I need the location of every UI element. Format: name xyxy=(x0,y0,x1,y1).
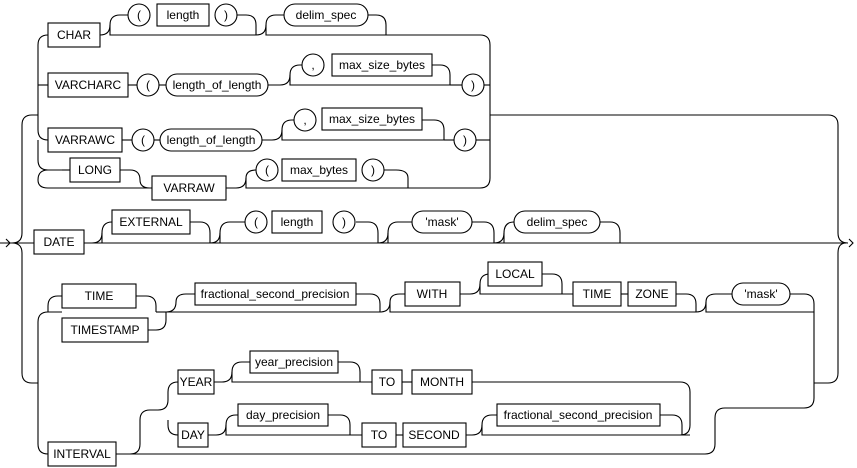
varcharc-close-paren: ) xyxy=(461,73,485,97)
varrawc-open-paren: ( xyxy=(131,128,155,152)
varrawc-max-size-bytes: max_size_bytes xyxy=(321,107,423,131)
varcharc-comma-label: , xyxy=(311,58,314,72)
interval-fsp-label: fractional_second_precision xyxy=(504,408,653,422)
varraw-keyword: VARRAW xyxy=(151,175,227,201)
long-label: LONG xyxy=(78,163,112,177)
time-mask: 'mask' xyxy=(731,282,791,306)
varraw-max-bytes: max_bytes xyxy=(281,158,357,182)
month-keyword: MONTH xyxy=(411,369,473,395)
date-label: DATE xyxy=(43,235,74,249)
char-close-paren-label: ) xyxy=(224,8,228,22)
time-fractional-second-precision: fractional_second_precision xyxy=(194,282,357,306)
external-label: EXTERNAL xyxy=(119,215,183,229)
year-keyword: YEAR xyxy=(177,369,215,395)
date-length-label: length xyxy=(281,215,314,229)
varraw-close-paren: ) xyxy=(361,158,385,182)
second-keyword: SECOND xyxy=(402,422,467,448)
day-to-label: TO xyxy=(371,428,387,442)
varcharc-open-paren-label: ( xyxy=(146,78,150,92)
char-label: CHAR xyxy=(57,28,91,42)
varrawc-comma: , xyxy=(293,108,317,132)
varrawc-close-paren-label: ) xyxy=(463,133,467,147)
zone-label: ZONE xyxy=(635,287,668,301)
year-precision-param: year_precision xyxy=(249,350,339,374)
char-keyword: CHAR xyxy=(47,22,101,48)
time-zone-time-keyword: TIME xyxy=(572,281,622,307)
local-label: LOCAL xyxy=(495,267,535,281)
varcharc-close-paren-label: ) xyxy=(471,78,475,92)
varrawc-open-paren-label: ( xyxy=(141,133,145,147)
interval-fractional-second-precision: fractional_second_precision xyxy=(496,403,661,427)
varrawc-msb-label: max_size_bytes xyxy=(329,112,415,126)
time-label: TIME xyxy=(85,289,114,303)
zone-keyword: ZONE xyxy=(627,281,677,307)
varcharc-lol-label: length_of_length xyxy=(173,78,262,92)
day-label: DAY xyxy=(181,428,205,442)
year-to-keyword: TO xyxy=(371,369,403,395)
time-keyword: TIME xyxy=(61,283,137,309)
year-label: YEAR xyxy=(180,375,213,389)
varrawc-label: VARRAWC xyxy=(55,133,115,147)
varraw-label: VARRAW xyxy=(163,181,215,195)
varrawc-lol-label: length_of_length xyxy=(167,133,256,147)
char-close-paren: ) xyxy=(214,3,238,27)
date-length-param: length xyxy=(271,210,323,234)
time-zone-time-label: TIME xyxy=(583,287,612,301)
varraw-max-bytes-label: max_bytes xyxy=(290,163,348,177)
date-keyword: DATE xyxy=(33,229,85,255)
time-fsp-label: fractional_second_precision xyxy=(201,287,350,301)
date-open-paren-label: ( xyxy=(254,215,258,229)
interval-keyword: INTERVAL xyxy=(47,441,117,467)
day-precision-param: day_precision xyxy=(237,403,329,427)
date-open-paren: ( xyxy=(244,210,268,234)
timestamp-label: TIMESTAMP xyxy=(70,323,139,337)
varcharc-open-paren: ( xyxy=(136,73,160,97)
day-precision-label: day_precision xyxy=(246,408,320,422)
varcharc-length-of-length: length_of_length xyxy=(165,73,269,97)
varrawc-keyword: VARRAWC xyxy=(47,127,123,153)
with-label: WITH xyxy=(417,287,448,301)
time-mask-label: 'mask' xyxy=(744,287,777,301)
char-open-paren-label: ( xyxy=(137,8,141,22)
day-keyword: DAY xyxy=(177,422,209,448)
year-to-label: TO xyxy=(379,375,395,389)
with-keyword: WITH xyxy=(404,281,461,307)
date-delim-spec-label: delim_spec xyxy=(527,215,588,229)
month-label: MONTH xyxy=(420,375,464,389)
varcharc-label: VARCHARC xyxy=(55,78,122,92)
interval-label: INTERVAL xyxy=(53,447,111,461)
char-delim-spec: delim_spec xyxy=(283,3,369,27)
timestamp-keyword: TIMESTAMP xyxy=(61,317,149,343)
year-precision-label: year_precision xyxy=(255,355,333,369)
varcharc-comma: , xyxy=(301,53,325,77)
char-length-param: length xyxy=(156,3,210,27)
varrawc-length-of-length: length_of_length xyxy=(159,128,263,152)
varcharc-msb-label: max_size_bytes xyxy=(339,58,425,72)
date-close-paren-label: ) xyxy=(342,215,346,229)
varcharc-max-size-bytes: max_size_bytes xyxy=(331,53,433,77)
second-label: SECOND xyxy=(408,428,460,442)
date-mask: 'mask' xyxy=(411,210,473,234)
varraw-open-paren: ( xyxy=(255,158,279,182)
varrawc-close-paren: ) xyxy=(453,128,477,152)
date-mask-label: 'mask' xyxy=(425,215,458,229)
external-keyword: EXTERNAL xyxy=(111,209,191,235)
varraw-open-paren-label: ( xyxy=(265,163,269,177)
day-to-keyword: TO xyxy=(361,422,397,448)
char-delim-spec-label: delim_spec xyxy=(296,8,357,22)
varraw-close-paren-label: ) xyxy=(371,163,375,177)
long-keyword: LONG xyxy=(69,157,121,183)
date-close-paren: ) xyxy=(332,210,356,234)
diagram-lines xyxy=(0,14,854,455)
char-open-paren: ( xyxy=(127,3,151,27)
char-length-label: length xyxy=(167,8,200,22)
date-delim-spec: delim_spec xyxy=(513,210,601,234)
varrawc-comma-label: , xyxy=(303,113,306,127)
local-keyword: LOCAL xyxy=(487,261,543,287)
varcharc-keyword: VARCHARC xyxy=(47,72,129,98)
